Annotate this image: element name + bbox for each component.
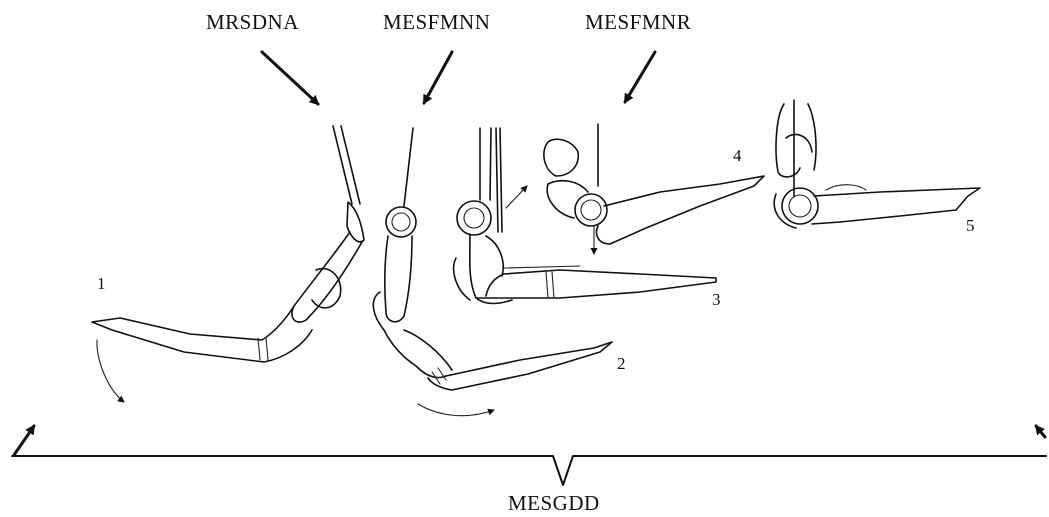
brace-arrow-left <box>14 426 34 455</box>
label-mesfmnn: MESFMNN <box>383 10 490 35</box>
bottom-brace <box>12 456 1046 485</box>
arrow-mesfmnn <box>424 52 452 103</box>
phase-number-3: 3 <box>712 290 721 310</box>
phase-number-2: 2 <box>617 354 626 374</box>
gymnast-figure-4 <box>544 124 764 254</box>
phase-number-5: 5 <box>966 216 975 236</box>
arrow-mrsdna <box>262 52 318 104</box>
phase-number-1: 1 <box>97 274 106 294</box>
gymnast-figure-1 <box>92 126 364 402</box>
label-mesfmnr: MESFMNR <box>585 10 691 35</box>
label-mesgdd: MESGDD <box>508 491 600 516</box>
phase-number-4: 4 <box>733 146 742 166</box>
label-mrsdna: MRSDNA <box>206 10 299 35</box>
arrow-mesfmnr <box>625 52 655 102</box>
gymnast-figure-2 <box>373 128 612 416</box>
brace-arrow-right <box>1036 426 1045 437</box>
gymnast-figure-5 <box>774 100 980 228</box>
